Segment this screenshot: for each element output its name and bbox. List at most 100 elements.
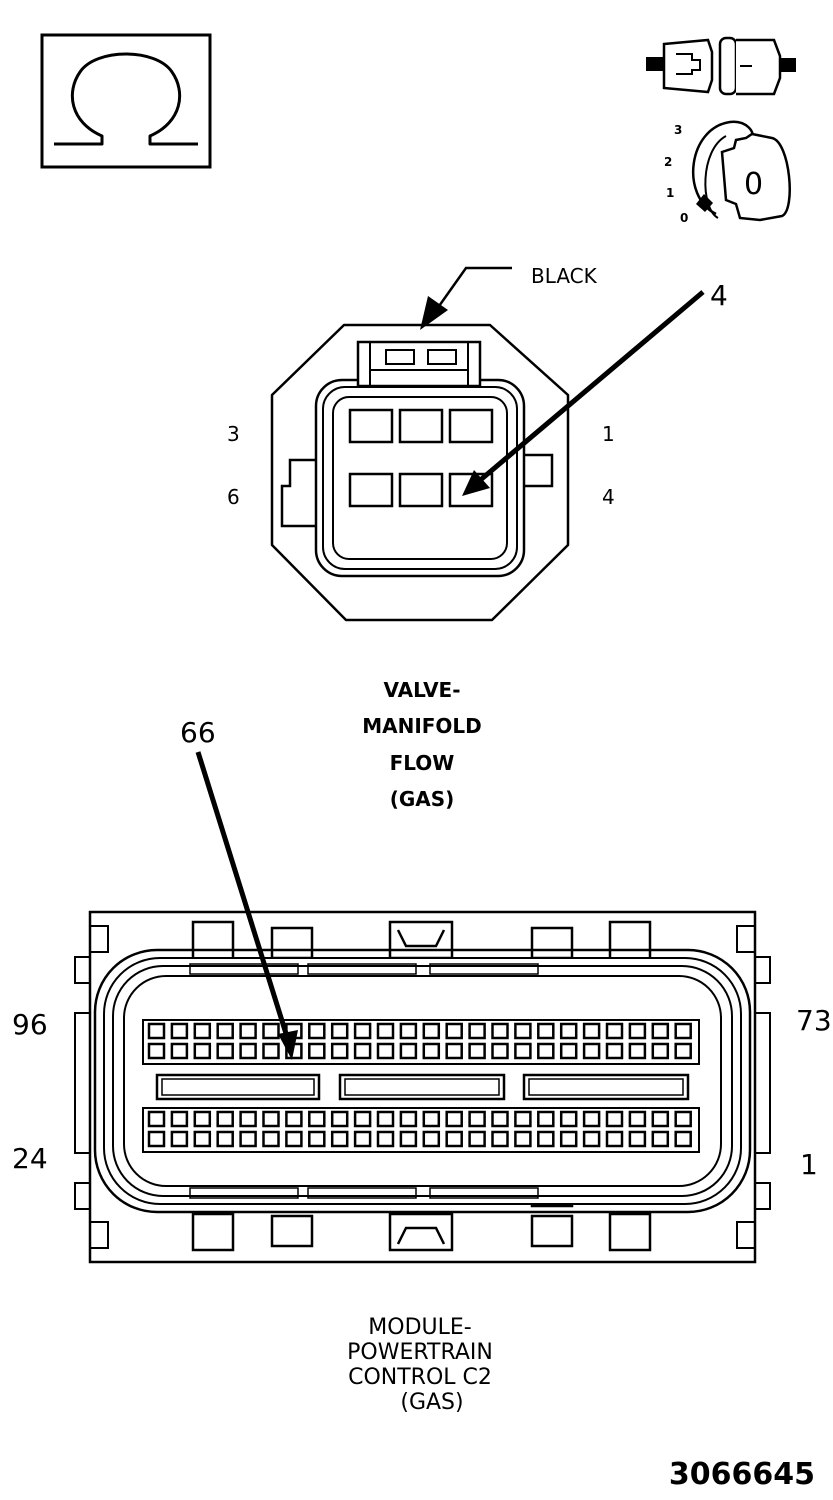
pcm-pin: [491, 1022, 509, 1040]
pcm-pin: [285, 1110, 303, 1128]
pcm-pin: [330, 1022, 349, 1040]
pcm-pin: [514, 1022, 532, 1040]
pcm-pin: [559, 1042, 578, 1060]
pcm-pin: [376, 1042, 395, 1060]
svg-text:CONTROL C2: CONTROL C2: [348, 1365, 492, 1390]
pcm-pin: [399, 1110, 418, 1128]
pcm-pin: [308, 1022, 326, 1040]
pcm-pin: [605, 1042, 624, 1060]
pcm-pin: [445, 1130, 463, 1148]
pcm-pin: [628, 1110, 647, 1128]
pcm-pin: [582, 1110, 601, 1128]
svg-text:66: 66: [180, 716, 216, 749]
pcm-pin: [353, 1130, 372, 1148]
pcm-pin: [445, 1042, 463, 1060]
pcm-pin: [605, 1130, 624, 1148]
pcm-pin: [514, 1042, 532, 1060]
pcm-pin: [239, 1042, 257, 1060]
pcm-pin: [376, 1110, 395, 1128]
pcm-pin: [628, 1042, 647, 1060]
pcm-pin: [262, 1022, 280, 1040]
pcm-pin: [308, 1042, 326, 1060]
pcm-pin: [308, 1110, 326, 1128]
svg-text:MODULE-: MODULE-: [368, 1315, 471, 1340]
pcm-pin: [147, 1110, 166, 1128]
pcm-pin: [170, 1042, 189, 1060]
pcm-pin: [353, 1022, 372, 1040]
pcm-pin: [170, 1022, 189, 1040]
pcm-pin: [468, 1042, 486, 1060]
pin-label: 96: [12, 1008, 48, 1041]
pcm-pin: [216, 1110, 234, 1128]
svg-text:4: 4: [710, 279, 728, 312]
pcm-pin: [605, 1022, 624, 1040]
valve-connector: [270, 323, 570, 622]
pcm-pin: [559, 1022, 578, 1040]
pcm-pin: [491, 1130, 509, 1148]
pcm-pin: [193, 1130, 212, 1148]
pcm-pin: [491, 1042, 509, 1060]
pcm-pin: [353, 1042, 372, 1060]
pcm-pin: [651, 1110, 670, 1128]
pcm-pin: [559, 1130, 578, 1148]
pcm-pin: [537, 1130, 555, 1148]
valve-connector-title: VALVE- MANIFOLD FLOW (GAS): [362, 678, 482, 811]
pin-label: 1: [602, 422, 615, 446]
pcm-pin: [422, 1110, 441, 1128]
pcm-pin: [285, 1130, 303, 1148]
pcm-pin: [399, 1022, 418, 1040]
svg-text:MANIFOLD: MANIFOLD: [362, 714, 482, 738]
pcm-connector-title: MODULE- POWERTRAIN CONTROL C2 (GAS): [347, 1315, 493, 1415]
valve-pin: [398, 472, 444, 508]
pcm-pin: [582, 1042, 601, 1060]
pcm-pin: [239, 1110, 257, 1128]
svg-text:(GAS): (GAS): [390, 787, 455, 811]
pin-label: 24: [12, 1142, 48, 1175]
pcm-pin: [399, 1130, 418, 1148]
pcm-pin: [651, 1130, 670, 1148]
ignition-key-icon: 3 2 1 0 0: [664, 120, 791, 225]
svg-text:VALVE-: VALVE-: [383, 678, 460, 702]
pcm-pin: [330, 1042, 349, 1060]
pcm-pin: [445, 1022, 463, 1040]
pin-label: 3: [227, 422, 240, 446]
pcm-pin: [353, 1110, 372, 1128]
svg-text:1: 1: [666, 186, 674, 200]
pcm-pin: [308, 1130, 326, 1148]
pcm-pin: [468, 1022, 486, 1040]
valve-pin: [398, 408, 444, 444]
svg-text:(GAS): (GAS): [400, 1390, 463, 1415]
pcm-pin: [651, 1022, 670, 1040]
pcm-pin: [582, 1130, 601, 1148]
pcm-pin: [422, 1042, 441, 1060]
svg-text:BLACK: BLACK: [531, 264, 598, 288]
pcm-pin: [674, 1130, 692, 1148]
pcm-pin: [537, 1022, 555, 1040]
pcm-pin: [330, 1130, 349, 1148]
pcm-pin: [216, 1130, 234, 1148]
svg-text:POWERTRAIN: POWERTRAIN: [347, 1340, 493, 1365]
pcm-pin: [674, 1110, 692, 1128]
connector-disconnect-icon: [646, 36, 796, 96]
pcm-pin: [422, 1130, 441, 1148]
svg-text:2: 2: [664, 155, 672, 169]
pcm-pin: [147, 1022, 166, 1040]
pcm-pin-grid: [147, 1022, 692, 1148]
valve-pin: [348, 472, 394, 508]
pcm-pin: [422, 1022, 441, 1040]
svg-text:0: 0: [744, 167, 763, 202]
valve-pin: [448, 408, 494, 444]
pcm-pin: [262, 1042, 280, 1060]
pin-label: 1: [800, 1148, 818, 1181]
pin-label: 4: [602, 485, 615, 509]
svg-text:FLOW: FLOW: [390, 751, 455, 775]
pcm-connector: [74, 910, 771, 1264]
pcm-pin: [330, 1110, 349, 1128]
pcm-pin: [216, 1042, 234, 1060]
pcm-pin: [193, 1110, 212, 1128]
pcm-pin: [262, 1130, 280, 1148]
figure-id: 3066645: [669, 1457, 815, 1492]
pcm-pin: [147, 1130, 166, 1148]
pcm-pin: [514, 1130, 532, 1148]
